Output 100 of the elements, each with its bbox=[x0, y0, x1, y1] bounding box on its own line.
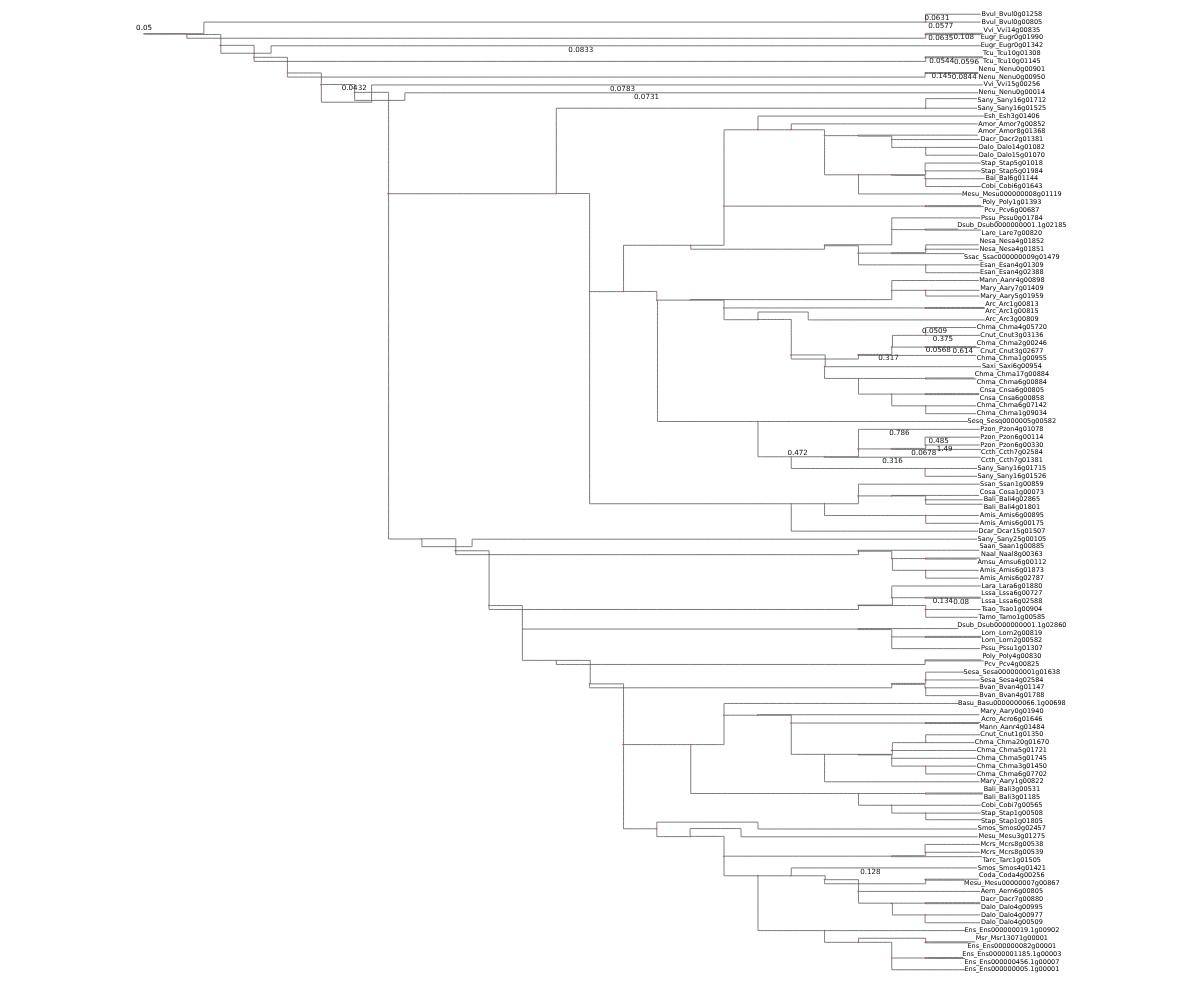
connector bbox=[757, 875, 791, 877]
connector bbox=[858, 428, 981, 449]
connector bbox=[489, 605, 523, 629]
node-dot bbox=[924, 902, 927, 904]
connector bbox=[924, 659, 982, 661]
connector bbox=[925, 264, 981, 266]
connector bbox=[925, 734, 981, 743]
connector bbox=[924, 878, 980, 880]
node-dot bbox=[924, 377, 927, 380]
node-dot bbox=[857, 134, 859, 137]
connector bbox=[925, 765, 977, 767]
connector bbox=[892, 902, 926, 916]
node-dot bbox=[588, 683, 591, 685]
node-dot bbox=[756, 420, 759, 423]
connector bbox=[455, 550, 859, 556]
node-dot bbox=[857, 604, 859, 607]
node-dot bbox=[857, 753, 859, 756]
connector bbox=[925, 327, 977, 336]
connector bbox=[857, 629, 893, 637]
connector bbox=[790, 723, 825, 755]
connector bbox=[924, 558, 978, 560]
node-dot bbox=[890, 683, 893, 685]
connector bbox=[757, 129, 791, 131]
connector bbox=[925, 515, 980, 516]
connector bbox=[925, 147, 979, 156]
connector bbox=[858, 483, 981, 496]
connector bbox=[891, 758, 926, 767]
connector bbox=[925, 21, 982, 23]
connector bbox=[723, 703, 959, 716]
connector bbox=[891, 229, 926, 230]
node-dot bbox=[924, 467, 927, 470]
connector bbox=[556, 193, 590, 292]
node-dot bbox=[890, 228, 893, 231]
connector bbox=[824, 503, 925, 516]
connector bbox=[287, 72, 322, 85]
connector bbox=[891, 139, 926, 148]
node-dot bbox=[857, 549, 859, 552]
connector bbox=[790, 867, 978, 876]
connector bbox=[254, 56, 288, 73]
node-dot bbox=[689, 743, 692, 746]
connector bbox=[891, 597, 926, 599]
connector bbox=[891, 174, 926, 179]
connector bbox=[388, 193, 422, 540]
connector bbox=[925, 98, 978, 109]
node-dot bbox=[823, 929, 826, 932]
connector bbox=[891, 170, 927, 176]
node-dot bbox=[857, 628, 859, 630]
node-dot bbox=[924, 957, 927, 959]
connector bbox=[623, 744, 690, 745]
connector bbox=[556, 660, 591, 685]
connector bbox=[858, 941, 893, 958]
connector bbox=[824, 366, 982, 368]
connector bbox=[824, 879, 927, 885]
node-dot bbox=[790, 455, 792, 458]
connector bbox=[757, 115, 985, 131]
connector bbox=[925, 289, 980, 291]
connector bbox=[757, 714, 792, 723]
node-dot bbox=[924, 334, 927, 337]
connector bbox=[253, 57, 927, 62]
node-dot bbox=[857, 941, 859, 944]
node-dot bbox=[890, 902, 893, 904]
connector bbox=[891, 958, 966, 971]
connector bbox=[656, 828, 691, 837]
connector bbox=[925, 609, 979, 618]
node-dot bbox=[924, 21, 927, 23]
connector bbox=[723, 855, 892, 857]
connector bbox=[925, 499, 984, 501]
connector bbox=[924, 206, 985, 207]
connector bbox=[287, 73, 926, 78]
connector bbox=[891, 253, 965, 254]
connector bbox=[589, 684, 893, 689]
connector bbox=[790, 354, 859, 360]
connector bbox=[858, 750, 893, 755]
node-dot bbox=[924, 851, 927, 854]
connector bbox=[555, 107, 926, 194]
node-dot bbox=[823, 753, 826, 756]
node-dot bbox=[857, 495, 859, 497]
node-dot bbox=[253, 56, 255, 59]
node-dot bbox=[890, 346, 893, 348]
connector bbox=[924, 557, 981, 559]
node-dot bbox=[790, 722, 792, 724]
node-dot bbox=[320, 83, 322, 86]
connector bbox=[925, 244, 980, 250]
node-dot bbox=[924, 248, 927, 250]
connector bbox=[757, 421, 969, 422]
connector bbox=[723, 856, 758, 877]
node-dot bbox=[353, 91, 356, 94]
connector bbox=[690, 299, 725, 308]
connector bbox=[220, 45, 982, 54]
connector bbox=[891, 804, 981, 806]
connector bbox=[623, 291, 658, 300]
node-dot bbox=[823, 244, 826, 247]
connector bbox=[858, 448, 892, 450]
node-dot bbox=[924, 205, 927, 207]
connector bbox=[857, 628, 959, 629]
connector bbox=[891, 393, 926, 395]
node-dot bbox=[387, 192, 389, 195]
node-dot bbox=[924, 914, 927, 916]
node-dot bbox=[823, 502, 826, 505]
connector bbox=[891, 636, 926, 638]
